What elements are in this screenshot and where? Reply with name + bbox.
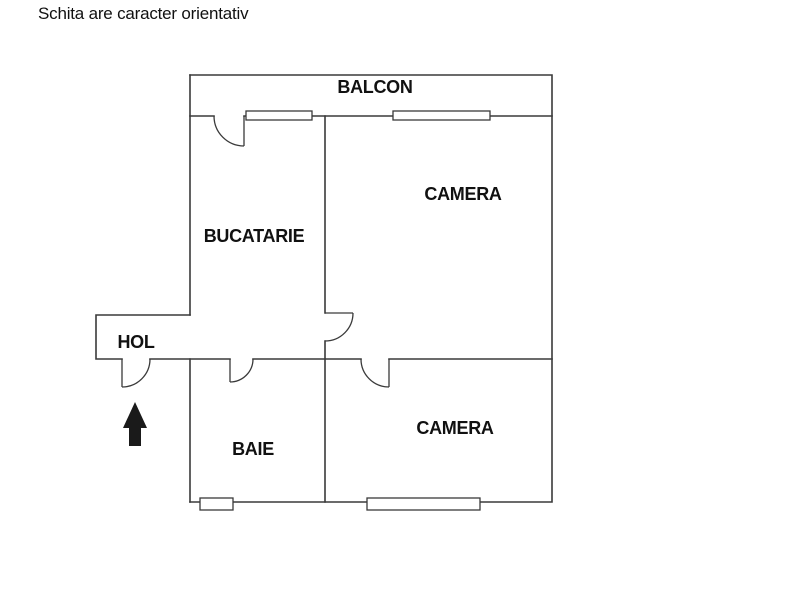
door-camera-top <box>324 312 354 342</box>
window-bucatarie <box>245 110 313 121</box>
room-label-bucatarie: BUCATARIE <box>204 226 305 246</box>
hol-walls <box>95 314 191 360</box>
door-camera-bottom <box>360 358 390 388</box>
entrance-arrow-icon <box>123 402 147 446</box>
room-label-camera-top: CAMERA <box>424 184 501 204</box>
door-balcon <box>213 115 245 147</box>
window-camera-top <box>392 110 491 121</box>
room-label-balcon: BALCON <box>337 77 412 97</box>
window-baie <box>199 497 234 511</box>
room-label-baie: BAIE <box>232 439 274 459</box>
door-entrance <box>121 358 151 388</box>
room-label-camera-bottom: CAMERA <box>416 418 493 438</box>
doors <box>121 115 390 388</box>
window-camera-bottom <box>366 497 481 511</box>
door-baie <box>229 358 254 383</box>
room-label-hol: HOL <box>117 332 154 352</box>
disclaimer-text: Schita are caracter orientativ <box>38 4 249 23</box>
windows <box>199 110 491 511</box>
